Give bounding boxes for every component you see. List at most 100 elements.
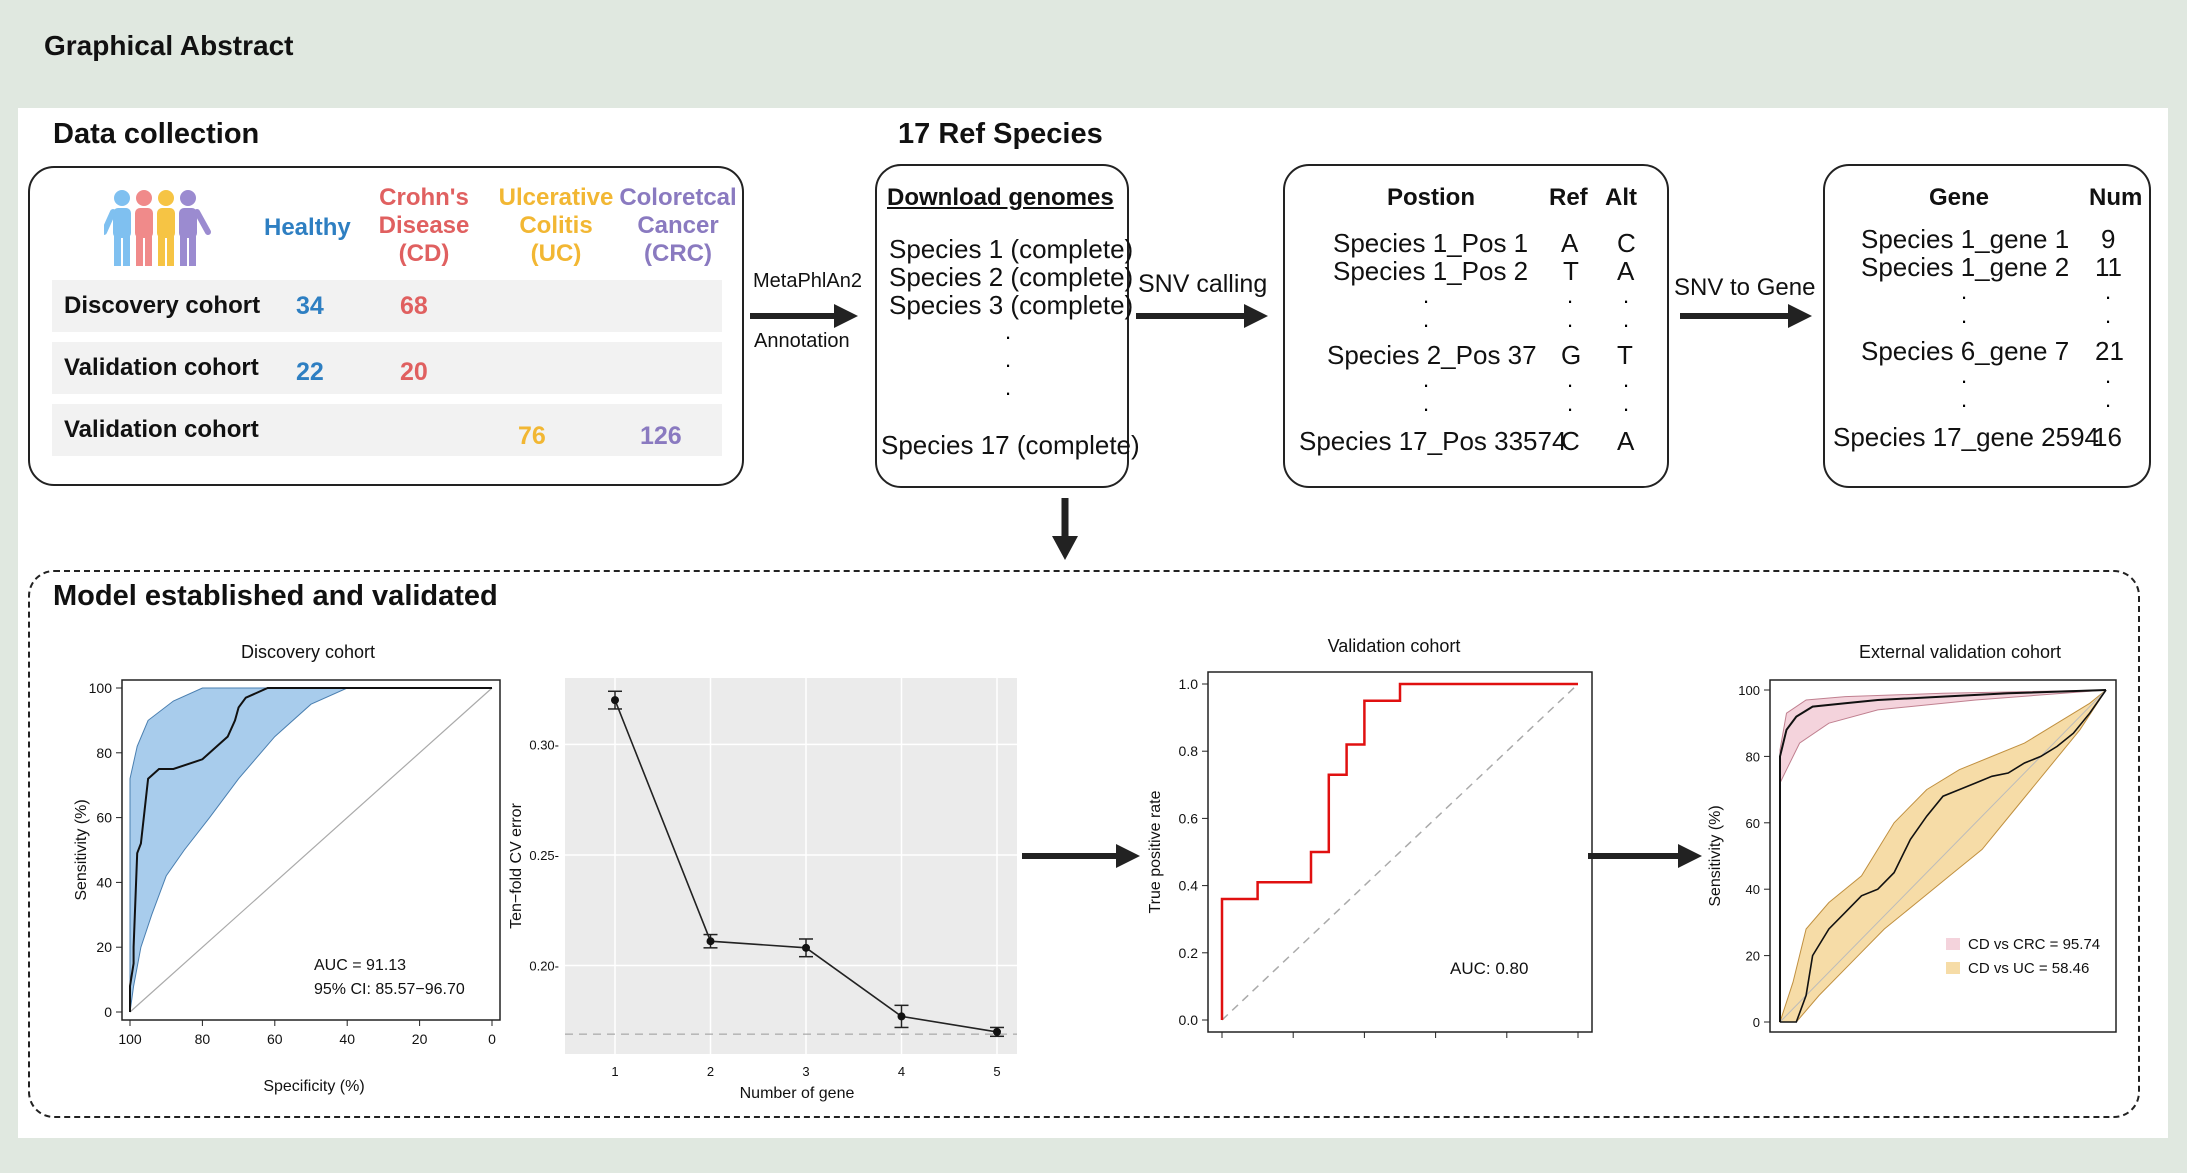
ref-species-box: Download genomes Species 1 (complete) Sp… <box>875 164 1140 488</box>
auc-annotation: AUC = 91.13 <box>314 957 406 974</box>
header-position: Postion <box>1387 184 1475 211</box>
y-tick-label: 0.25- <box>529 848 559 863</box>
ellipsis-dots: .. <box>1423 367 1430 416</box>
species-item: Species 17 (complete) <box>881 430 1140 460</box>
x-tick-label: 0 <box>488 1031 496 1047</box>
snv-pos: Species 1_Pos 1 <box>1333 228 1529 258</box>
ellipsis-dots: .. <box>1423 283 1430 332</box>
confidence-band-area <box>129 687 492 1013</box>
snv-ref: A <box>1561 228 1579 258</box>
table-row <box>52 404 722 456</box>
snv-ref: T <box>1563 256 1579 286</box>
snv-alt: A <box>1617 256 1635 286</box>
y-tick-label: 0 <box>104 1004 112 1020</box>
ellipsis-dots: .. <box>2105 363 2112 412</box>
diagonal-line <box>1779 689 2107 1023</box>
row-label: Validation cohort <box>64 354 259 381</box>
x-tick-label: 80 <box>195 1031 211 1047</box>
ellipsis-dots: ... <box>1005 319 1012 400</box>
chart-title: Discovery cohort <box>241 642 375 662</box>
row-label: Validation cohort <box>64 416 259 443</box>
y-tick-label: 20 <box>96 939 112 955</box>
x-tick-label: 20 <box>412 1031 428 1047</box>
page-title: Graphical Abstract <box>44 30 294 61</box>
y-tick-label: 100 <box>1738 683 1760 698</box>
crc-confidence-band <box>1779 689 2107 784</box>
ellipsis-dots: .. <box>1567 283 1574 332</box>
data-point <box>802 943 810 952</box>
legend-swatch <box>1946 962 1960 974</box>
model-section-box <box>28 570 2140 1118</box>
right-arrow-icon <box>750 304 858 328</box>
y-tick-label: 0.6 <box>1179 810 1199 826</box>
x-tick-label: 4 <box>898 1064 905 1079</box>
y-tick-label: 0.8 <box>1179 743 1199 759</box>
x-tick-label: 3 <box>802 1064 809 1079</box>
y-tick-label: 80 <box>1746 749 1760 764</box>
y-tick-label: 60 <box>96 810 112 826</box>
snv-pos: Species 17_Pos 33574 <box>1299 426 1567 456</box>
right-arrow-icon <box>1022 844 1140 868</box>
y-tick-label: 60 <box>1746 816 1760 831</box>
confidence-band <box>129 687 492 1013</box>
download-genomes-heading: Download genomes <box>887 184 1114 211</box>
legend-label: CD vs CRC = 95.74 <box>1968 936 2100 953</box>
y-tick-label: 1.0 <box>1179 676 1199 692</box>
header-ref: Ref <box>1549 184 1588 211</box>
legend-label: CD vs UC = 58.46 <box>1968 960 2089 977</box>
x-tick-label: 1 <box>611 1064 618 1079</box>
chart-title: Validation cohort <box>1328 636 1461 656</box>
ellipsis-dots: .. <box>1961 363 1968 412</box>
snv-alt: T <box>1617 340 1633 370</box>
down-arrow-icon <box>1052 498 1078 560</box>
y-tick-label: 0.20- <box>529 959 559 974</box>
arrow2-label: SNV calling <box>1138 270 1268 298</box>
y-tick-label: 0.2 <box>1179 945 1199 961</box>
x-tick-label: 60 <box>267 1031 283 1047</box>
col-healthy: Healthy <box>264 214 351 241</box>
y-axis-label: Ten−fold CV error <box>508 802 525 929</box>
y-tick-label: 0.30- <box>529 737 559 752</box>
ellipsis-dots: .. <box>1961 279 1968 328</box>
arrow1-bottom-label: Annotation <box>754 330 850 352</box>
table-row <box>52 280 722 332</box>
right-arrow-icon <box>1680 304 1812 328</box>
row-crc-value: 126 <box>640 422 682 450</box>
gene-name: Species 1_gene 1 <box>1861 224 2070 254</box>
people-icon <box>104 190 211 266</box>
plot-background <box>565 678 1017 1054</box>
y-tick-label: 0.0 <box>1179 1012 1199 1028</box>
table-row <box>52 342 722 394</box>
auc-annotation: AUC: 0.80 <box>1450 959 1528 978</box>
snv-ref: G <box>1561 340 1582 370</box>
ref-species-title: 17 Ref Species <box>898 118 1103 150</box>
y-tick-label: 0 <box>1753 1015 1760 1030</box>
snv-ref: C <box>1561 426 1580 456</box>
species-item: Species 1 (complete) <box>889 234 1134 264</box>
gene-name: Species 17_gene 2594 <box>1833 422 2100 452</box>
row-label: Discovery cohort <box>64 292 261 319</box>
legend-swatch <box>1946 938 1960 950</box>
y-tick-label: 80 <box>96 745 112 761</box>
gene-num: 11 <box>2095 252 2122 282</box>
x-tick-label: 100 <box>118 1031 142 1047</box>
data-point <box>897 1012 906 1021</box>
header-alt: Alt <box>1605 184 1637 211</box>
row-uc-value: 76 <box>518 422 546 450</box>
ellipsis-dots: .. <box>2105 279 2112 328</box>
x-axis-label: Specificity (%) <box>263 1078 364 1095</box>
snv-pos: Species 1_Pos 2 <box>1333 256 1529 286</box>
snv-alt: C <box>1617 228 1636 258</box>
y-tick-label: 20 <box>1746 949 1760 964</box>
species-item: Species 3 (complete) <box>889 290 1134 320</box>
chart-title: External validation cohort <box>1859 642 2061 662</box>
gene-num: 16 <box>2093 422 2122 452</box>
uc-roc-curve <box>1780 689 2107 1023</box>
snv-table-box: Postion Ref Alt Species 1_Pos 1 A C Spec… <box>1283 164 1669 488</box>
right-arrow-icon <box>1136 304 1268 328</box>
